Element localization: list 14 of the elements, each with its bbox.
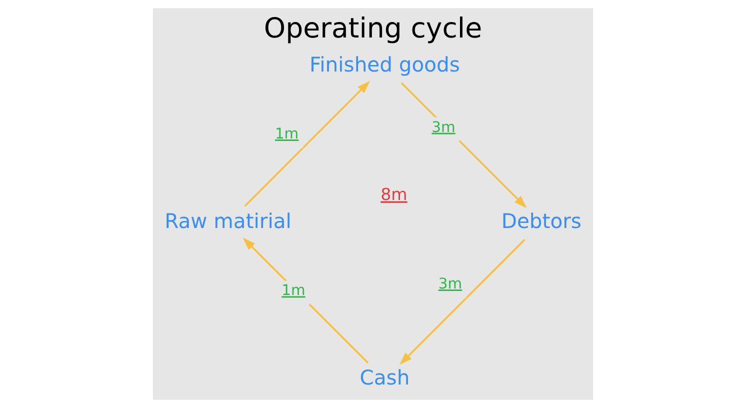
node-text: Debtors — [500, 209, 582, 234]
edge-label: 3m — [438, 275, 462, 292]
node-text: Finished goods — [309, 52, 460, 76]
node-text: Raw matirial — [164, 209, 291, 234]
edge-label: 1m — [274, 125, 298, 142]
node-text: Cash — [359, 366, 410, 390]
arrow — [398, 239, 525, 365]
arrow — [242, 238, 368, 364]
edge-label: 1m — [281, 282, 305, 300]
diagram-title: Operating cycle — [263, 12, 482, 45]
edge-label: 3m — [431, 118, 455, 136]
arrow — [244, 80, 370, 207]
label: 8m — [380, 185, 407, 204]
arrow — [400, 82, 526, 208]
